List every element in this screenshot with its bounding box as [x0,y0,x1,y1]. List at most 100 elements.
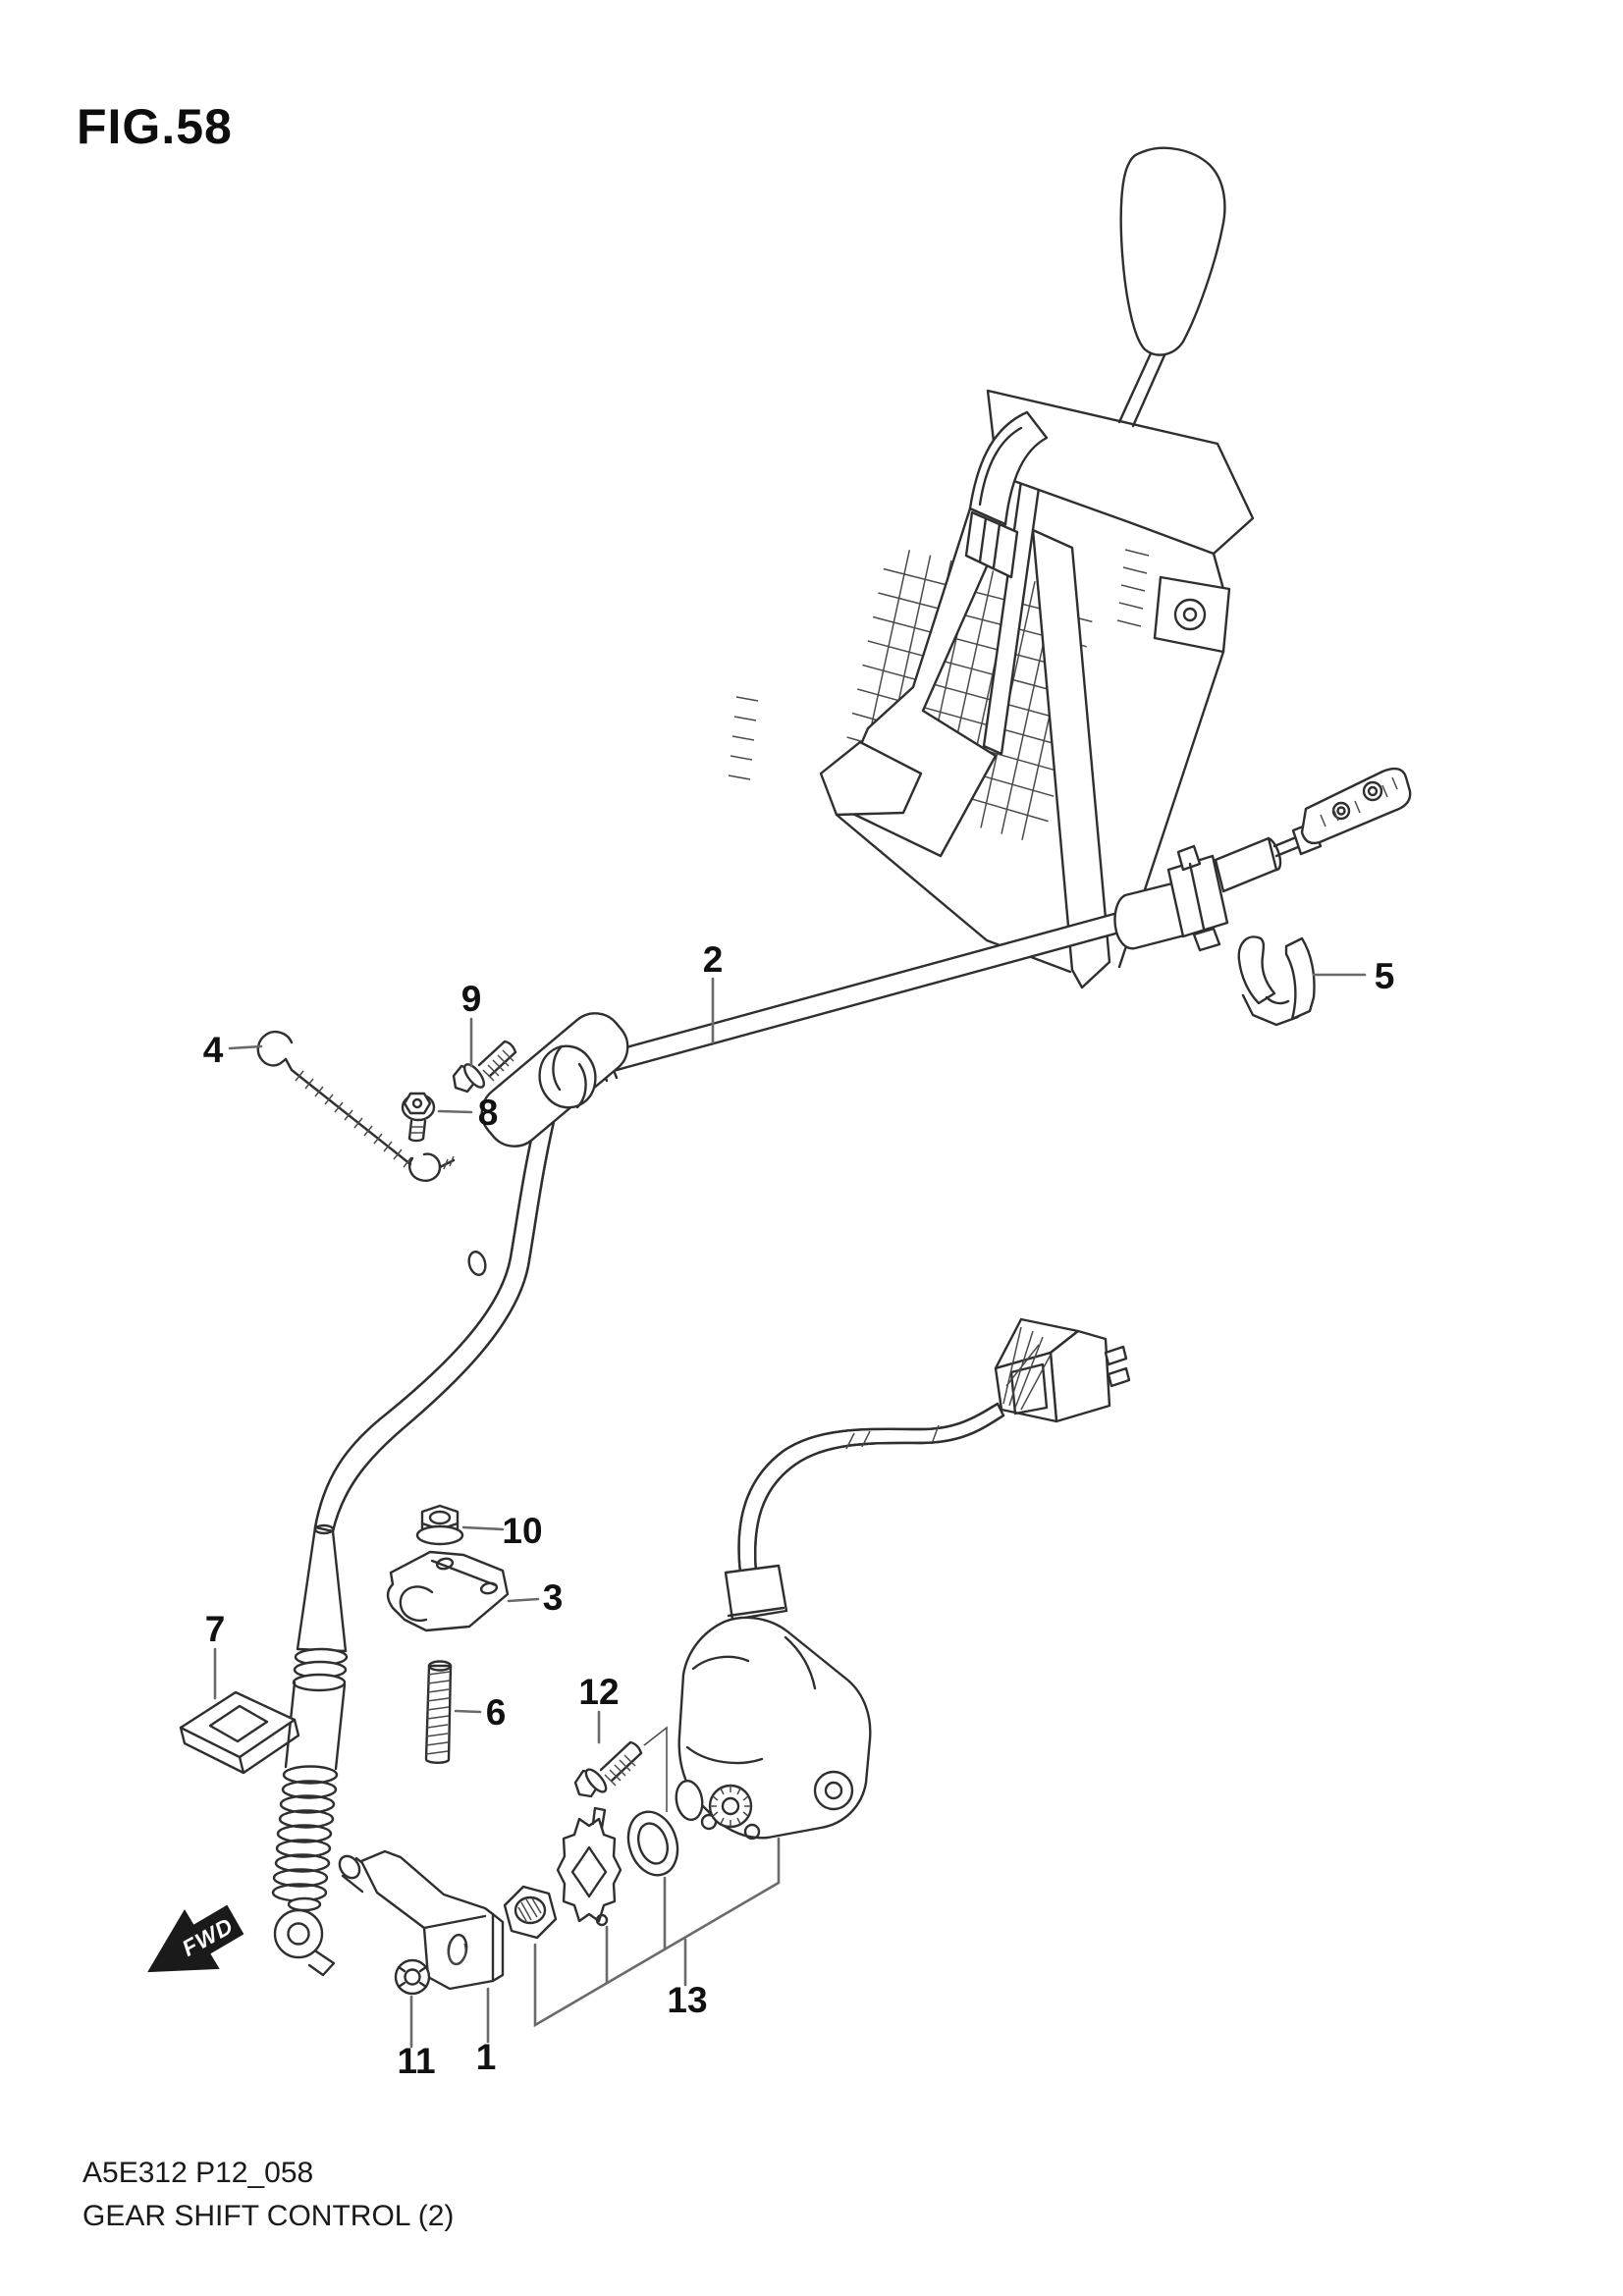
bolt9-threads [482,1049,514,1082]
actuator-cap [724,1564,788,1622]
leader-8 [437,1109,473,1114]
callout-labels: 1 2 3 4 5 6 7 8 9 10 11 12 13 [203,939,1395,2081]
part-label-10: 10 [502,1511,542,1551]
cable-clip [1237,935,1316,1027]
leader-4 [228,1044,263,1050]
part-label-9: 9 [461,979,482,1019]
bolt12-threads [604,1754,636,1787]
housing-channel [1031,528,1111,989]
bushing-hex [503,1885,558,1940]
cable-inner-rod [1272,835,1300,858]
cable-lower-run [313,1103,559,1533]
bolt-8 [401,1092,436,1143]
lock-washer-tab [591,1806,607,1830]
nut11-outer [394,1958,431,1996]
part-label-13: 13 [667,1980,707,2020]
plain-washer [626,1810,679,1877]
housing-bottom-edge [835,813,1072,974]
bolt-9 [452,1040,517,1094]
end-fitting-hole [1362,780,1383,802]
boot-cone [296,1525,348,1653]
bolt8-shank [407,1119,427,1143]
bushing-spline-hatch [517,1897,542,1922]
part-label-7: 7 [205,1609,226,1649]
boot-bellows [271,1765,339,1902]
fwd-arrow-shape [147,1904,244,1973]
housing-foot [819,740,923,817]
bolt9-flange [462,1063,486,1089]
nut10-flange [415,1524,464,1546]
bushing [503,1885,558,1940]
leader-3 [507,1597,540,1603]
rod-hatch [295,1070,412,1168]
nut11-bore [404,1968,421,1986]
panel-hole [467,1251,487,1276]
part-label-12: 12 [578,1672,619,1712]
clip-7 [179,1690,300,1775]
footer-caption: GEAR SHIFT CONTROL (2) [82,2200,455,2232]
cable-curve-wall-a [313,1103,541,1529]
bolt12-flange [584,1768,608,1793]
connector-right [1049,1329,1111,1423]
harness-connector [994,1317,1131,1423]
actuator-body [677,1616,872,1840]
knob-outline [1119,146,1226,356]
bracket3-notch [399,1585,434,1623]
bracket-3 [386,1550,510,1632]
bracket3-outline [386,1550,510,1632]
bracket3-hole1 [435,1557,455,1571]
boot-cylinder [284,1681,347,1771]
cable-curve-wall-b [331,1107,559,1533]
leader-6 [454,1709,482,1714]
eye-tab [307,1949,336,1977]
rod-coil [408,1152,442,1182]
stud6-threads [425,1671,451,1755]
lever-pin-end [338,1854,361,1880]
shifter-housing [728,389,1255,989]
clip7-lip [179,1718,300,1775]
part-label-8: 8 [478,1093,499,1133]
hood-inner-line [978,426,1023,507]
rod-hook [256,1031,294,1067]
nut-11 [394,1958,431,1996]
actuator-boss-hole [813,1770,854,1811]
bracket3-hole2 [479,1581,499,1595]
clip7-slot [208,1704,269,1743]
gear-teeth [710,1786,751,1827]
bolt12-guide-line [643,1726,668,1812]
boot-ring3 [292,1673,347,1692]
connector-wire-fan [1002,1326,1052,1411]
clip5-base [1241,993,1300,1027]
lever-arm [359,1849,495,1991]
cable-boot [271,1523,349,1977]
cable-tube-upper [570,910,1128,1083]
end-fitting-hole2 [1331,801,1351,821]
shaft-washer [675,1779,704,1822]
leader-lines [213,973,1367,2049]
part-label-3: 3 [543,1577,564,1618]
part-label-1: 1 [476,2037,497,2077]
stud-6 [424,1660,453,1764]
figure-title: FIG.58 [77,99,233,154]
lever-1 [338,1849,505,1991]
housing-right-block [1153,575,1231,654]
actuator-assembly [675,1317,1131,1841]
bushing-bore [514,1896,547,1925]
footer-code: A5E312 P12_058 [82,2157,314,2189]
washer-outer [626,1810,679,1877]
cable-eye-end [273,1908,324,1959]
lock-washer-hole [570,1845,608,1898]
bolt-12 [573,1726,668,1812]
part-label-6: 6 [486,1692,507,1733]
shift-cable [570,767,1412,1083]
plate-grommet [538,1044,597,1109]
part-label-11: 11 [397,2041,435,2081]
part-label-4: 4 [203,1030,224,1070]
wire-harness [737,1402,1005,1575]
washer-inner [636,1822,670,1865]
right-block-hole [1173,598,1207,631]
connector-pin1 [1104,1345,1128,1366]
